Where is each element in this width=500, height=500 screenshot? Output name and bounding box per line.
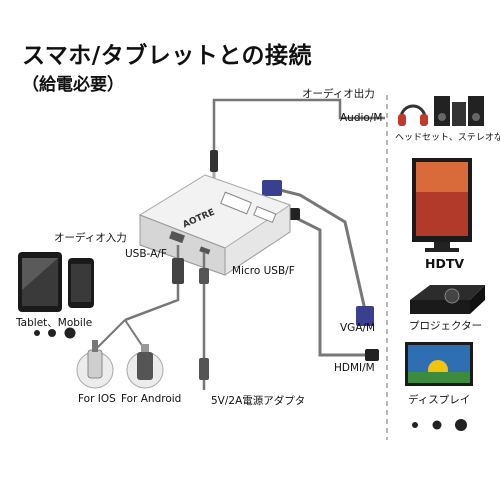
label-display: ディスプレイ: [408, 394, 471, 406]
label-hdtv: HDTV: [425, 256, 465, 271]
label-tablet-mobile: Tablet、Mobile: [16, 317, 93, 329]
lightning-connector: [76, 340, 114, 389]
projector-icon: [410, 285, 485, 314]
hdmi-cable: [289, 213, 370, 357]
label-headset: ヘッドセット、ステレオなど: [395, 133, 500, 143]
vga-connector-2: [356, 306, 374, 326]
label-vga: VGA/M: [340, 322, 376, 334]
label-usb-af: USB-A/F: [125, 248, 167, 260]
power-plug-bottom: [199, 358, 209, 380]
vga-connector-1: [262, 180, 282, 196]
label-hdmi: HDMI/M: [334, 362, 375, 374]
vga-cable: [271, 186, 367, 311]
page-title: スマホ/タブレットとの接続: [22, 43, 312, 69]
page-subtitle: （給電必要）: [22, 75, 124, 95]
usb-plug: [172, 258, 184, 284]
label-audio-out: オーディオ出力: [302, 88, 375, 100]
hdmi-connector-2: [365, 349, 379, 361]
label-audio-in: オーディオ入力: [54, 232, 127, 244]
dot-small-right: [412, 422, 418, 428]
label-for-ios: For IOS: [78, 393, 116, 405]
tablet-icon: [18, 252, 62, 312]
power-plug-top: [199, 268, 209, 284]
label-for-android: For Android: [121, 393, 182, 405]
dot-medium-right: [432, 420, 442, 430]
micro-usb-connector: [126, 344, 164, 389]
headphones-icon: [398, 104, 428, 126]
label-projector: プロジェクター: [409, 320, 483, 332]
dot-small: [34, 330, 40, 336]
audio-cable: [212, 98, 385, 175]
label-micro-usb: Micro USB/F: [232, 265, 295, 277]
audio-plug: [210, 150, 218, 172]
label-audio-m: Audio/M: [340, 112, 383, 124]
display-icon: [405, 342, 473, 386]
speakers-icon: [434, 96, 484, 126]
dot-large-right: [455, 419, 467, 431]
phone-icon: [68, 258, 94, 308]
dot-large: [64, 327, 76, 339]
dot-medium: [48, 329, 56, 337]
hdtv-icon: [412, 158, 472, 252]
label-power: 5V/2A電源アダプタ: [211, 395, 306, 407]
